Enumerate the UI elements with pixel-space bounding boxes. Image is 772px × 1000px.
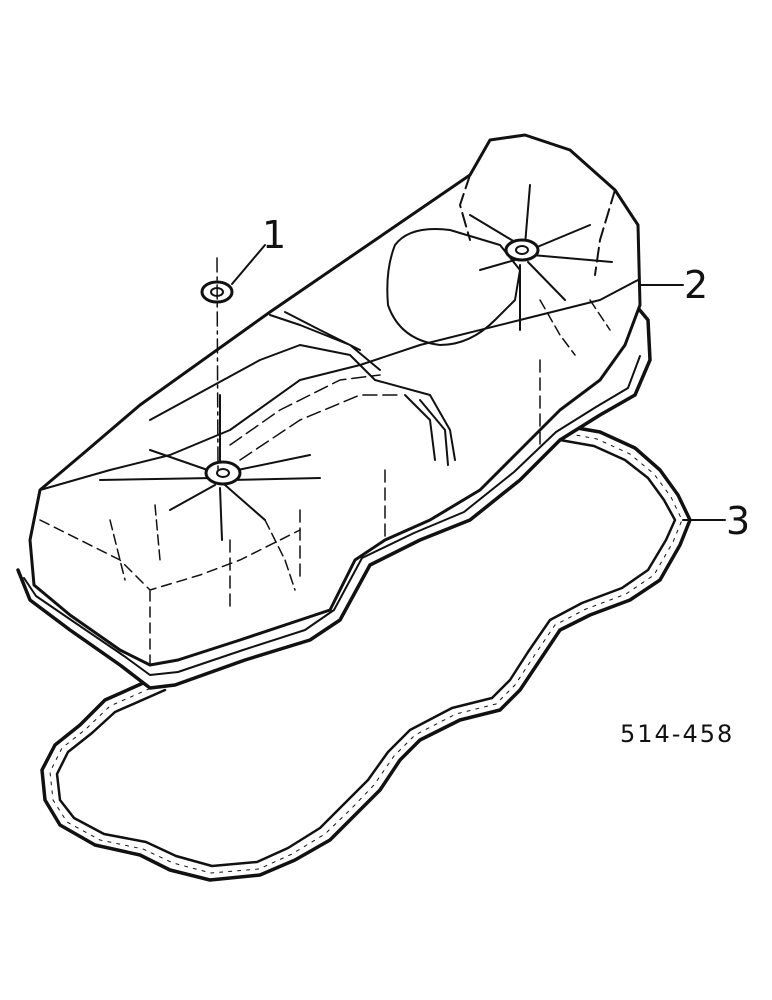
- callout-label-2: 2: [684, 263, 708, 307]
- drawing-reference-number: 514-458: [620, 720, 734, 748]
- valve-cover: [16, 133, 652, 690]
- leader-line-1: [231, 244, 266, 285]
- callout-label-1: 1: [262, 213, 286, 257]
- cover-grommet-front: [204, 460, 242, 486]
- assembly-center-line: [216, 257, 219, 471]
- valve-cover-gasket: [40, 423, 692, 882]
- cover-grommet-rear: [504, 238, 540, 262]
- callout-label-3: 3: [726, 499, 750, 543]
